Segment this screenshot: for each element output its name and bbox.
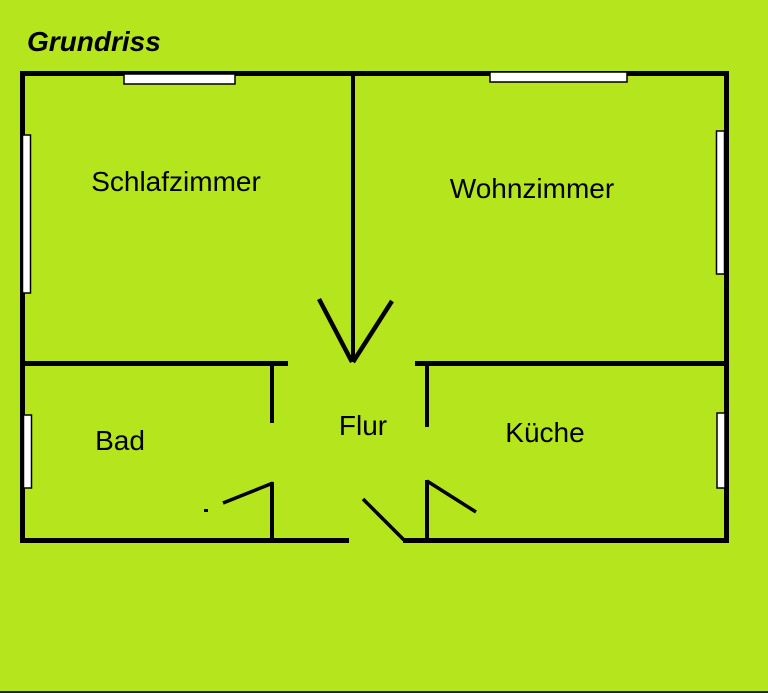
wall-right	[724, 71, 729, 543]
bottom-edge-strip	[0, 691, 768, 693]
page-title: Grundriss	[27, 26, 161, 57]
arrowhead-right-stroke	[351, 299, 394, 364]
room-label-wohnzimmer: Wohnzimmer	[449, 173, 615, 204]
door-entry	[361, 497, 406, 542]
window-top-schlafzimmer	[123, 73, 236, 85]
window-right-wohnzimmer	[715, 130, 726, 275]
wall-left	[20, 71, 25, 543]
arrowhead-left-stroke	[317, 297, 354, 364]
wall-top	[20, 71, 729, 76]
wall-flur-kueche-upper-jamb	[425, 361, 429, 427]
window-right-kueche	[716, 412, 726, 489]
windows	[21, 71, 726, 489]
wall-bottom-left	[20, 538, 349, 543]
wall-mid-right	[415, 361, 729, 366]
room-label-flur: Flur	[338, 410, 388, 441]
wall-divider-schlafzimmer-wohnzimmer	[351, 73, 355, 362]
wall-bottom-right	[403, 538, 729, 543]
wall-flur-kueche-lower	[425, 480, 429, 543]
door-bad	[222, 481, 274, 505]
room-label-kueche: Küche	[505, 417, 585, 448]
door-kueche	[426, 479, 477, 514]
room-label-bad: Bad	[95, 425, 145, 456]
stray-mark	[204, 509, 208, 512]
wall-bad-flur-upper-jamb	[270, 361, 274, 423]
walls	[20, 71, 729, 543]
wall-mid-left	[20, 361, 288, 366]
window-top-wohnzimmer	[489, 71, 628, 83]
entrance-arrow-icon	[317, 297, 394, 364]
wall-bad-flur-lower	[270, 482, 274, 543]
window-left-bad	[22, 414, 33, 489]
window-left-schlafzimmer	[21, 134, 32, 294]
door-leaves	[222, 479, 477, 542]
room-label-schlafzimmer: Schlafzimmer	[91, 166, 261, 197]
